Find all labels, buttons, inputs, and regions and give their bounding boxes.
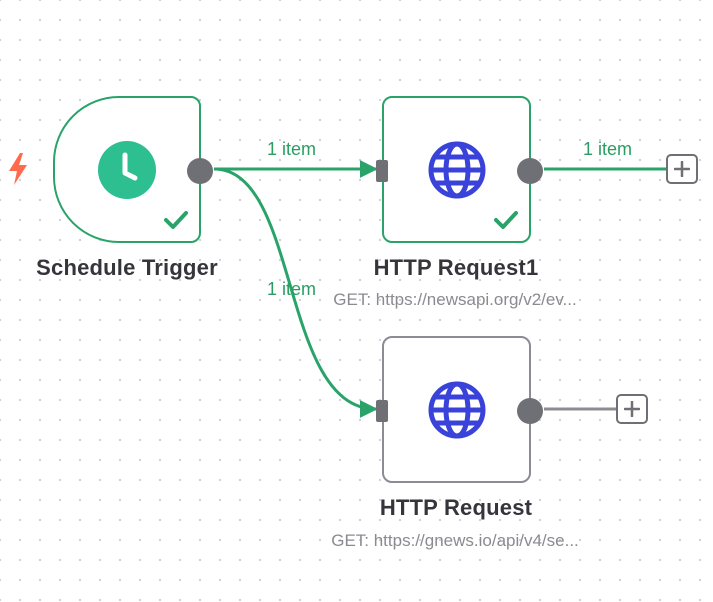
input-port[interactable] [376, 400, 388, 422]
output-port[interactable] [517, 158, 543, 184]
plus-icon [674, 161, 690, 177]
add-node-button[interactable] [616, 394, 648, 424]
node-subtitle-http-request1: GET: https://newsapi.org/v2/ev... [333, 290, 577, 309]
globe-icon [428, 381, 485, 438]
node-label-schedule-trigger: Schedule Trigger [36, 255, 218, 280]
node-label-http-request: HTTP Request [379, 495, 533, 520]
node-schedule-trigger[interactable] [53, 96, 213, 243]
edge-label-trigger-to-http-request1: 1 item [267, 139, 317, 159]
clock-icon [98, 140, 156, 199]
lightning-bolt-icon [9, 153, 27, 185]
node-label-http-request1: HTTP Request1 [373, 255, 539, 280]
node-http-request[interactable] [376, 336, 543, 483]
plus-icon [624, 401, 640, 417]
node-http-request1[interactable] [376, 96, 543, 243]
output-port[interactable] [517, 398, 543, 424]
edge-label-http-request1-to-add: 1 item [583, 139, 633, 159]
node-subtitle-http-request: GET: https://gnews.io/api/v4/se... [331, 531, 579, 550]
input-port[interactable] [376, 160, 388, 182]
output-port[interactable] [187, 158, 213, 184]
success-check-icon [164, 211, 188, 229]
success-check-icon [494, 211, 518, 229]
add-node-button[interactable] [666, 154, 698, 184]
edge-label-trigger-to-http-request: 1 item [267, 279, 317, 299]
globe-icon [428, 141, 485, 198]
